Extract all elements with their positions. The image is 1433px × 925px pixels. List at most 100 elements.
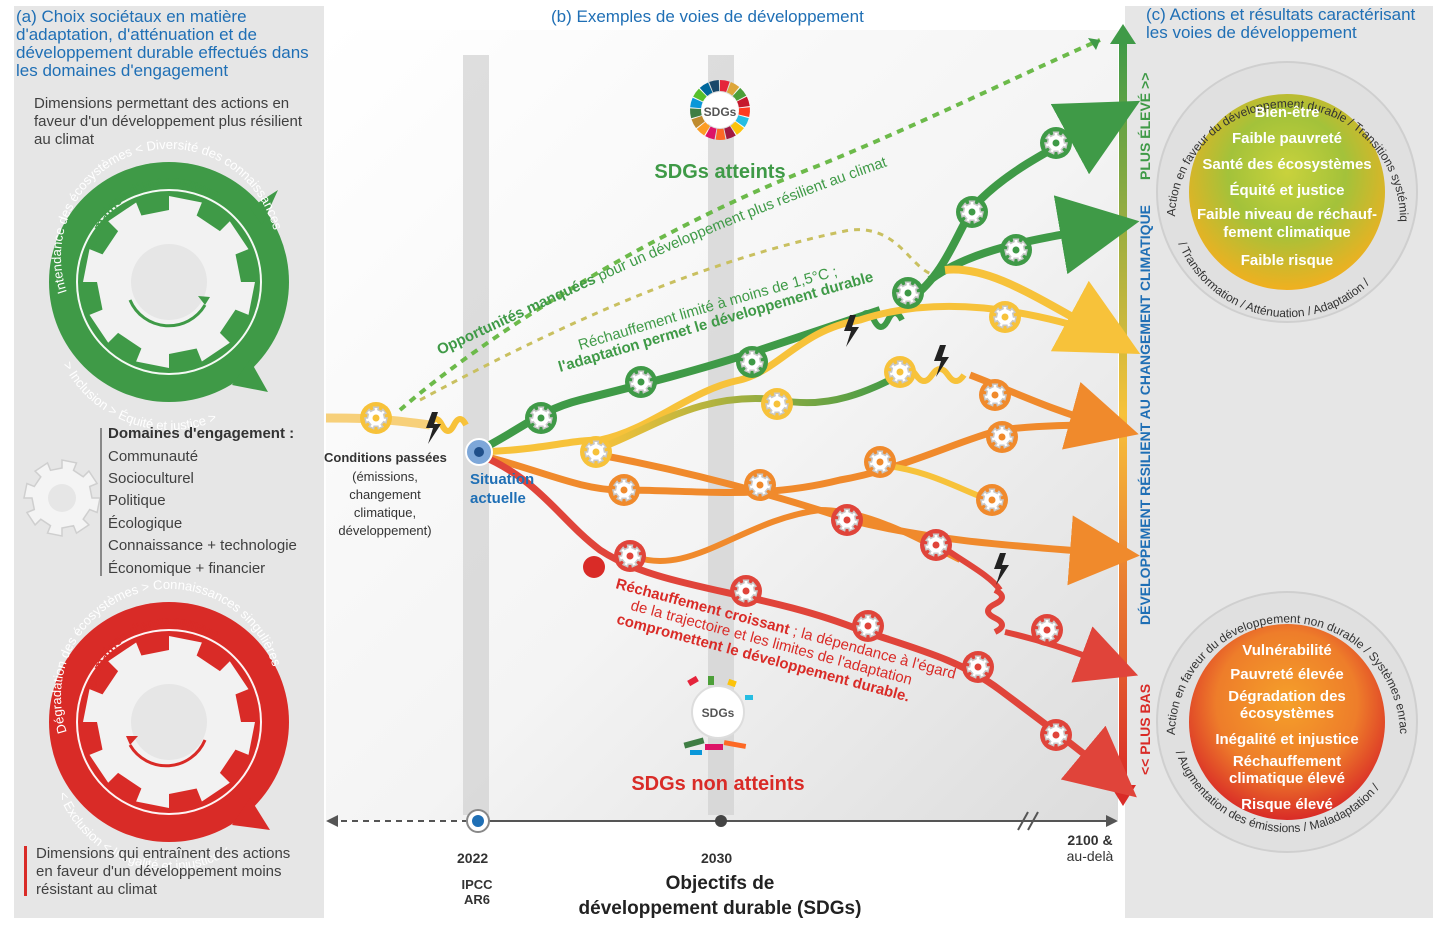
sdg-logo-bottom-text: SDGs bbox=[702, 706, 735, 720]
gear-icon bbox=[1040, 127, 1072, 159]
panel-a-title-line: développement durable effectués dans bbox=[16, 43, 309, 62]
gear-node-hole bbox=[864, 622, 872, 630]
gear-node-hole bbox=[904, 289, 912, 297]
gear-icon bbox=[614, 540, 646, 572]
year-2022-label: 2022 bbox=[457, 850, 489, 866]
current-situation-line: Situation bbox=[470, 471, 535, 488]
panel-a-title-line: (a) Choix sociétaux en matière bbox=[16, 7, 247, 26]
red-orange-branch bbox=[628, 506, 962, 564]
sdg-wheel-segment bbox=[690, 97, 703, 109]
sdg-logo-text: SDGs bbox=[704, 105, 737, 119]
green-engagement-gear bbox=[49, 162, 289, 402]
gear-hole bbox=[48, 484, 76, 512]
sdg-wheel-segment bbox=[720, 80, 730, 93]
dims-less-line: en faveur d'un développement moins bbox=[36, 863, 282, 880]
gear-node-hole bbox=[626, 552, 634, 560]
gear-node-hole bbox=[1001, 313, 1009, 321]
gear-node-hole bbox=[1012, 246, 1020, 254]
gear-icon bbox=[625, 366, 657, 398]
sdg-wheel-segment bbox=[724, 126, 736, 140]
sdg-wheel-segment bbox=[726, 82, 740, 96]
axis-break-1 bbox=[1017, 811, 1029, 831]
dims-resilient-line: faveur d'un développement plus résilient bbox=[34, 113, 303, 130]
past-wiggle bbox=[427, 416, 469, 434]
lightning-icon bbox=[934, 345, 949, 377]
past-conditions-line: développement) bbox=[338, 523, 432, 538]
gear-node-hole bbox=[537, 414, 545, 422]
lower-label: << PLUS BAS bbox=[1137, 684, 1153, 775]
gear-icon bbox=[920, 529, 952, 561]
gear-node-hole bbox=[843, 516, 851, 524]
gear-node-hole bbox=[968, 208, 976, 216]
gear-icon bbox=[976, 484, 1008, 516]
sdgs-not-met-label: SDGs non atteints bbox=[631, 773, 804, 795]
gear-node-hole bbox=[896, 368, 904, 376]
gear-node-hole bbox=[637, 378, 645, 386]
future-axis-arrow bbox=[1106, 815, 1118, 827]
bad-outcome: Dégradation des bbox=[1228, 688, 1346, 705]
red-wiggle bbox=[985, 587, 1005, 635]
good-outcome: Faible pauvreté bbox=[1231, 130, 1343, 147]
gear-icon bbox=[580, 436, 612, 468]
marker-2022 bbox=[472, 815, 484, 827]
sdg-wheel-segment bbox=[705, 126, 717, 140]
good-outcome: Faible risque bbox=[1240, 252, 1334, 269]
panel-c-title-line: (c) Actions et résultats caractérisant bbox=[1146, 5, 1416, 24]
gear-icon bbox=[986, 421, 1018, 453]
sdg-wheel-segment bbox=[732, 87, 747, 101]
sdg-wheel-segment bbox=[730, 121, 744, 135]
gear-icon bbox=[852, 610, 884, 642]
bad-outcome: Vulnérabilité bbox=[1242, 642, 1332, 659]
domain-item: Connaissance + technologie bbox=[108, 537, 297, 554]
sdg-wheel-segment bbox=[738, 107, 750, 118]
gear-node-hole bbox=[1052, 731, 1060, 739]
ipcc-line: AR6 bbox=[463, 892, 490, 907]
bad-outcome: climatique élevé bbox=[1229, 770, 1345, 787]
past-conditions-detail: (émissions, changement climatique, dével… bbox=[330, 468, 440, 540]
domain-item: Politique bbox=[108, 492, 166, 509]
year-2100-label: 2100 & au-delà bbox=[1055, 832, 1125, 864]
bad-outcome: Inégalité et injustice bbox=[1215, 731, 1359, 748]
good-outcomes-list: Bien-être Faible pauvreté Santé des écos… bbox=[1190, 102, 1384, 274]
gear-icon bbox=[884, 356, 916, 388]
good-outcome: Santé des écosystèmes bbox=[1202, 156, 1372, 173]
past-conditions-line: (émissions, bbox=[352, 469, 418, 484]
sdg-axis-line: Objectifs de bbox=[665, 873, 775, 894]
red-start-dot bbox=[583, 556, 605, 578]
gear-node-hole bbox=[592, 448, 600, 456]
ipcc-line: IPCC bbox=[461, 877, 493, 892]
orange-pathway-upper bbox=[968, 371, 1139, 450]
gear-node-hole bbox=[773, 400, 781, 408]
gear-node-hole bbox=[932, 541, 940, 549]
red-pathway-main bbox=[478, 451, 1137, 798]
gear-node-hole bbox=[1043, 626, 1051, 634]
red-pathway-upper bbox=[1004, 626, 1139, 683]
gear-node-hole bbox=[756, 481, 764, 489]
bad-outcomes-list: Vulnérabilité Pauvreté élevée Dégradatio… bbox=[1190, 640, 1384, 816]
gear-icon bbox=[608, 474, 640, 506]
gear-icon bbox=[1031, 614, 1063, 646]
gear-node-hole bbox=[742, 587, 750, 595]
gear-icon bbox=[761, 388, 793, 420]
sdg-wheel-segment bbox=[693, 88, 707, 102]
bad-outcome: Réchauffement bbox=[1232, 753, 1342, 770]
axis-break-2 bbox=[1027, 811, 1039, 831]
lightning-icons bbox=[426, 315, 1009, 585]
good-outcomes-disc bbox=[1156, 61, 1418, 323]
good-outcome: fement climatique bbox=[1223, 224, 1351, 241]
gear-node-hole bbox=[988, 496, 996, 504]
dims-resilient-line: au climat bbox=[34, 131, 95, 148]
bad-outcome: écosystèmes bbox=[1239, 705, 1335, 722]
domain-item: Écologique bbox=[108, 515, 183, 532]
sdg-logo-top bbox=[690, 80, 750, 141]
gear-icon bbox=[864, 446, 896, 478]
resilience-axis-label: DÉVELOPPEMENT RÉSILIENT AU CHANGEMENT CL… bbox=[1137, 205, 1153, 625]
gear-icon bbox=[525, 402, 557, 434]
bad-outcome: Pauvreté élevée bbox=[1230, 666, 1344, 683]
higher-label: PLUS ÉLEVÉ >> bbox=[1137, 73, 1153, 180]
good-outcome: Faible niveau de réchauf- bbox=[1196, 206, 1378, 223]
current-situation-dot bbox=[474, 447, 484, 457]
gear-icon bbox=[1000, 234, 1032, 266]
sdg-wheel-segment bbox=[696, 122, 710, 136]
gear-icon bbox=[730, 575, 762, 607]
